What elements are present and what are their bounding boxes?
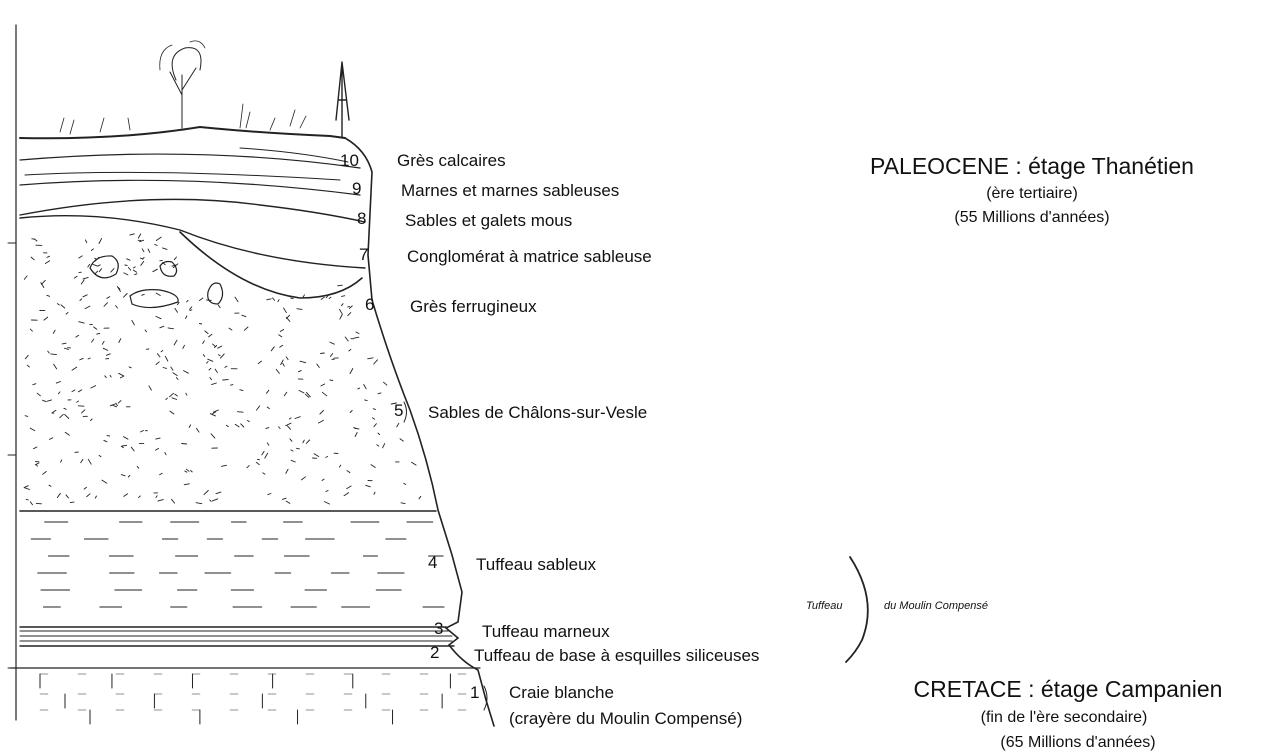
paleocene-line-1: (ère tertiaire): [986, 185, 1078, 202]
paleocene-block: PALEOCENE : étage Thanétien (ère tertiai…: [870, 153, 1194, 226]
cretace-line-1: (fin de l'ère secondaire): [981, 709, 1148, 726]
layer-number-8: 8: [357, 209, 366, 228]
layer-number-6: 6: [365, 295, 374, 314]
chalk-block-pattern: [40, 674, 470, 724]
layer-boundaries-lower: [10, 627, 480, 668]
layer-number-9: 9: [352, 179, 361, 198]
tuffeau-group-label-right: du Moulin Compensé: [884, 600, 988, 612]
paleocene-title: PALEOCENE : étage Thanétien: [870, 153, 1194, 179]
tuffeau-group-brace: Tuffeau du Moulin Compensé: [806, 557, 988, 662]
layer-label-6: Grès ferrugineux: [410, 297, 537, 316]
layer-label-9: Marnes et marnes sableuses: [401, 181, 619, 200]
layer-number-10: 10: [340, 151, 359, 170]
layer-label-8: Sables et galets mous: [405, 211, 572, 230]
tuffeau-dash-pattern: [31, 522, 444, 607]
layer-number-4: 4: [428, 553, 437, 572]
layer-label-1: Craie blanche: [509, 683, 614, 702]
layer-label-1-detail: (crayère du Moulin Compensé): [509, 709, 742, 728]
layer-label-5: Sables de Châlons-sur-Vesle: [428, 403, 647, 422]
sand-stipple: [24, 234, 421, 505]
pebbles: [90, 256, 223, 308]
cretace-title: CRETACE : étage Campanien: [914, 676, 1223, 702]
layer-boundaries-upper: [20, 148, 365, 298]
layer-number-1: 1: [470, 683, 479, 702]
vertical-scale-line: [8, 25, 16, 720]
layer-label-10: Grès calcaires: [397, 151, 506, 170]
cretace-line-2: (65 Millions d'années): [1000, 734, 1155, 751]
layer-label-4: Tuffeau sableux: [476, 555, 597, 574]
layer-label-3: Tuffeau marneux: [482, 622, 610, 641]
layer-number-7: 7: [359, 245, 368, 264]
layer-label-7: Conglomérat à matrice sableuse: [407, 247, 652, 266]
vegetation-sketch: [60, 41, 349, 138]
cretace-block: CRETACE : étage Campanien (fin de l'ère …: [914, 676, 1223, 751]
layer-number-5: 5: [394, 401, 403, 420]
tuffeau-group-label-left: Tuffeau: [806, 600, 843, 612]
layer-number-3: 3: [434, 619, 443, 638]
layer-label-2: Tuffeau de base à esquilles siliceuses: [474, 646, 759, 665]
layer-number-2: 2: [430, 643, 439, 662]
paleocene-line-2: (55 Millions d'années): [954, 209, 1109, 226]
ground-surface: [20, 127, 345, 138]
